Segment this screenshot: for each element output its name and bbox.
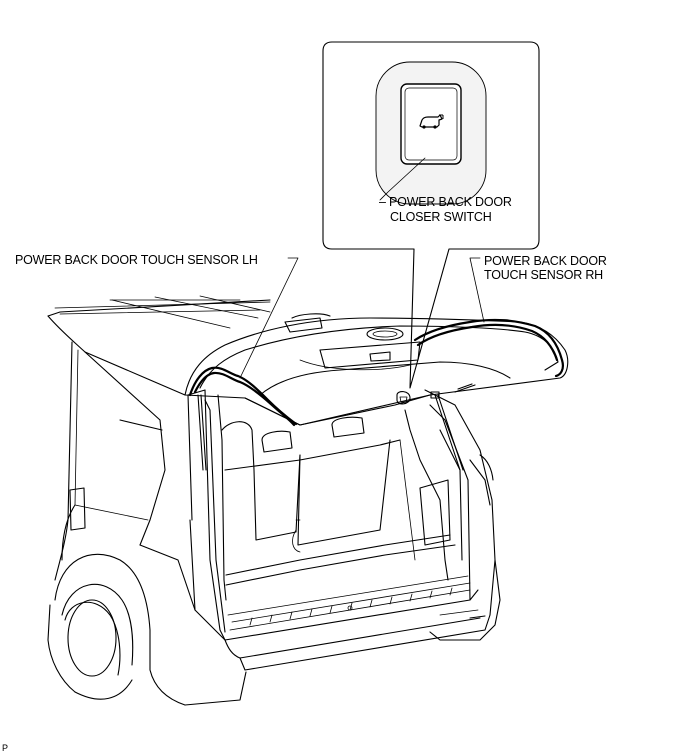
figure-code: P bbox=[2, 743, 8, 753]
vehicle-back-door-icon bbox=[419, 114, 444, 129]
cargo-interior bbox=[217, 394, 463, 611]
back-door bbox=[184, 313, 569, 471]
rear-opening bbox=[184, 389, 501, 706]
touch-sensor-rh-label-line2: TOUCH SENSOR RH bbox=[484, 268, 604, 282]
closer-switch-label-line2: CLOSER SWITCH bbox=[390, 210, 492, 224]
touch-sensor-rh bbox=[413, 318, 564, 378]
rh-leader bbox=[469, 257, 485, 323]
touch-sensor-rh-label-line1: POWER BACK DOOR bbox=[484, 254, 607, 268]
touch-sensor-lh-label: POWER BACK DOOR TOUCH SENSOR LH bbox=[15, 253, 258, 267]
closer-switch-label-text1: POWER BACK DOOR bbox=[389, 195, 512, 209]
switch-callout bbox=[322, 41, 540, 389]
vehicle-body-left bbox=[47, 315, 196, 706]
lh-leader bbox=[239, 257, 299, 379]
touch-sensor-lh bbox=[188, 366, 298, 427]
closer-switch-label-line1: – POWER BACK DOOR bbox=[379, 195, 512, 209]
roof-lines bbox=[47, 295, 271, 329]
